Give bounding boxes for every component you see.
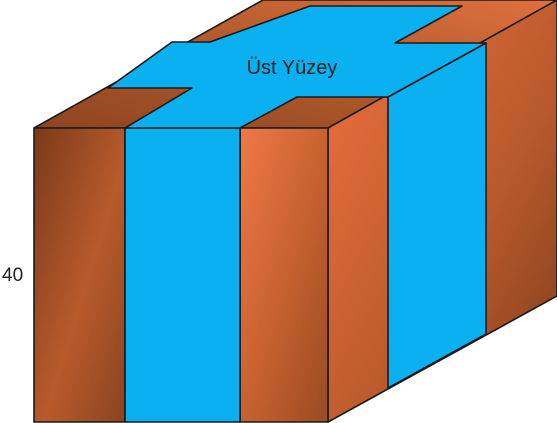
front-blue-channel xyxy=(124,127,241,423)
height-label: 40 xyxy=(2,265,23,286)
front-left-copper-strip xyxy=(33,127,126,423)
front-right-copper-strip xyxy=(239,127,329,423)
top-face-label: Üst Yüzey xyxy=(247,57,338,79)
top-blue-channel xyxy=(107,5,487,129)
side-blue-channel xyxy=(387,42,487,389)
